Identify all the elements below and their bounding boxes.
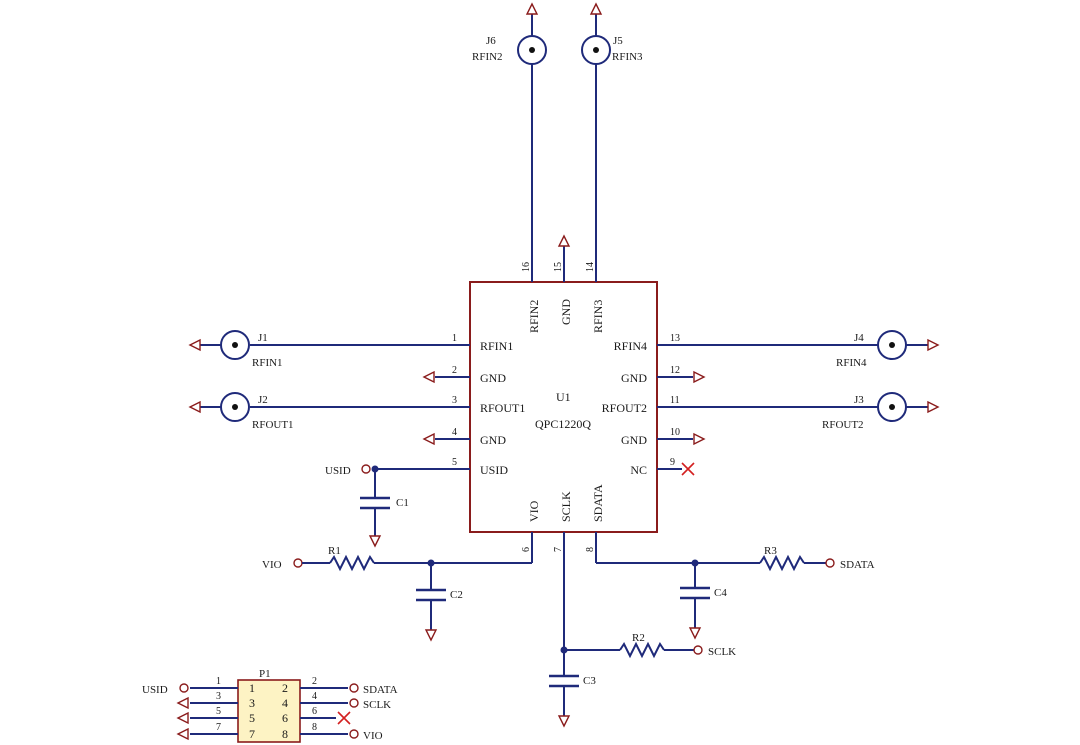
p1-outer-right-8: 8 (312, 722, 317, 733)
pin-num-4: 4 (452, 427, 457, 438)
p1-inner-left-5: 5 (249, 711, 255, 725)
vio-net: VIO (262, 559, 282, 571)
pin-name-vio: VIO (527, 500, 541, 522)
p1-inner-right-4: 4 (282, 696, 288, 710)
pin-num-9: 9 (670, 457, 675, 468)
pin-name-gnd-15: GND (559, 299, 573, 325)
pin-num-14: 14 (585, 262, 596, 272)
j6-net: RFIN2 (472, 51, 503, 63)
pin-name-rfin2: RFIN2 (527, 300, 541, 333)
r2-ref: R2 (632, 632, 645, 644)
c1-ref: C1 (396, 497, 409, 509)
pin-name-gnd-10: GND (621, 433, 647, 447)
sdata-net: SDATA (840, 559, 875, 571)
p1-net-usid: USID (142, 684, 168, 696)
p1-outer-left-7: 7 (216, 722, 221, 733)
pin-num-12: 12 (670, 365, 680, 376)
p1-outer-right-2: 2 (312, 676, 317, 687)
p1-inner-right-2: 2 (282, 681, 288, 695)
j2-ref: J2 (258, 394, 268, 406)
j3-net: RFOUT2 (822, 419, 864, 431)
pin-num-13: 13 (670, 333, 680, 344)
gnd-arrow-icon (558, 235, 570, 247)
j4-net: RFIN4 (836, 357, 867, 369)
p1-inner-right-8: 8 (282, 727, 288, 741)
usid-net: USID (325, 465, 351, 477)
pin-num-8: 8 (585, 547, 596, 552)
sclk-net: SCLK (708, 646, 736, 658)
p1-inner-left-3: 3 (249, 696, 255, 710)
pin-num-5: 5 (452, 457, 457, 468)
p1-outer-right-6: 6 (312, 706, 317, 717)
gnd-arrow-icon (693, 433, 705, 445)
no-connect-icon (681, 462, 695, 476)
pin-name-rfout2: RFOUT2 (602, 401, 647, 415)
pin-name-rfin3: RFIN3 (591, 300, 605, 333)
pin-num-16: 16 (521, 262, 532, 272)
pin-num-11: 11 (670, 395, 680, 406)
pin-num-7: 7 (553, 547, 564, 552)
j3-ref: J3 (854, 394, 864, 406)
p1-header-body (237, 679, 301, 743)
pin-name-gnd-2: GND (480, 371, 506, 385)
j1-ref: J1 (258, 332, 268, 344)
pin-num-2: 2 (452, 365, 457, 376)
gnd-arrow-icon (693, 371, 705, 383)
u1-ref: U1 (556, 390, 571, 404)
pin-name-sclk: SCLK (559, 491, 573, 522)
r3-ref: R3 (764, 545, 777, 557)
j6-ref: J6 (486, 35, 496, 47)
pin-num-1: 1 (452, 333, 457, 344)
u1-part: QPC1220Q (535, 417, 591, 431)
c3-ref: C3 (583, 675, 596, 687)
pin-num-3: 3 (452, 395, 457, 406)
j2-net: RFOUT1 (252, 419, 294, 431)
p1-inner-left-7: 7 (249, 727, 255, 741)
pin-name-rfin4: RFIN4 (614, 339, 647, 353)
pin-name-nc: NC (630, 463, 647, 477)
pin-name-usid: USID (480, 463, 508, 477)
pin-num-15: 15 (553, 262, 564, 272)
c4-ref: C4 (714, 587, 727, 599)
j4-ref: J4 (854, 332, 864, 344)
p1-outer-left-5: 5 (216, 706, 221, 717)
p1-net-vio: VIO (363, 730, 383, 742)
j1-net: RFIN1 (252, 357, 283, 369)
pin-name-gnd-12: GND (621, 371, 647, 385)
pin-name-rfout1: RFOUT1 (480, 401, 525, 415)
r1-ref: R1 (328, 545, 341, 557)
gnd-arrow-icon (423, 371, 435, 383)
p1-net-sdata: SDATA (363, 684, 398, 696)
p1-net-sclk: SCLK (363, 699, 391, 711)
gnd-arrow-icon (423, 433, 435, 445)
c2-ref: C2 (450, 589, 463, 601)
pin-num-6: 6 (521, 547, 532, 552)
pin-name-sdata: SDATA (591, 484, 605, 522)
pin-name-rfin1: RFIN1 (480, 339, 513, 353)
pin-name-gnd-4: GND (480, 433, 506, 447)
pin-num-10: 10 (670, 427, 680, 438)
no-connect-icon (337, 711, 351, 725)
p1-ref: P1 (259, 668, 271, 680)
p1-inner-left-1: 1 (249, 681, 255, 695)
j5-ref: J5 (613, 35, 623, 47)
j5-net: RFIN3 (612, 51, 643, 63)
p1-outer-left-3: 3 (216, 691, 221, 702)
p1-outer-right-4: 4 (312, 691, 317, 702)
p1-outer-left-1: 1 (216, 676, 221, 687)
p1-inner-right-6: 6 (282, 711, 288, 725)
